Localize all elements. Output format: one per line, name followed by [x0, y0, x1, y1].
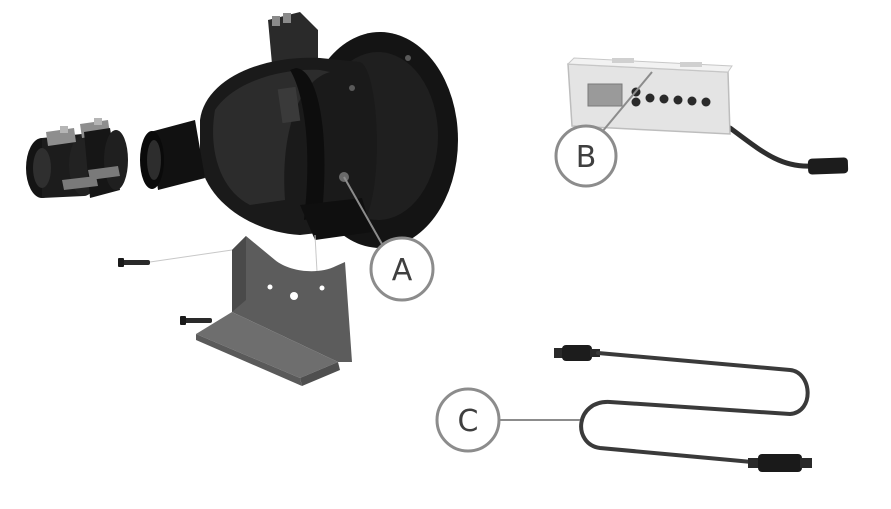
callout-a: A: [369, 236, 435, 302]
callout-c-label: C: [458, 404, 479, 439]
callout-c: C: [435, 387, 501, 453]
screw-icon: [118, 258, 212, 325]
mounting-bracket-icon: [196, 236, 352, 386]
screw-guide-line: [149, 249, 233, 263]
callout-b-leader: [601, 71, 653, 133]
extension-cable-icon: [554, 345, 812, 472]
callout-a-leader: [343, 176, 383, 245]
callout-b-label: B: [576, 140, 597, 175]
callout-a-label: A: [392, 253, 413, 288]
control-panel-icon: [566, 57, 849, 175]
blower-icon: [140, 12, 458, 248]
rubber-coupling-icon: [26, 118, 128, 198]
callout-b: B: [554, 124, 618, 188]
